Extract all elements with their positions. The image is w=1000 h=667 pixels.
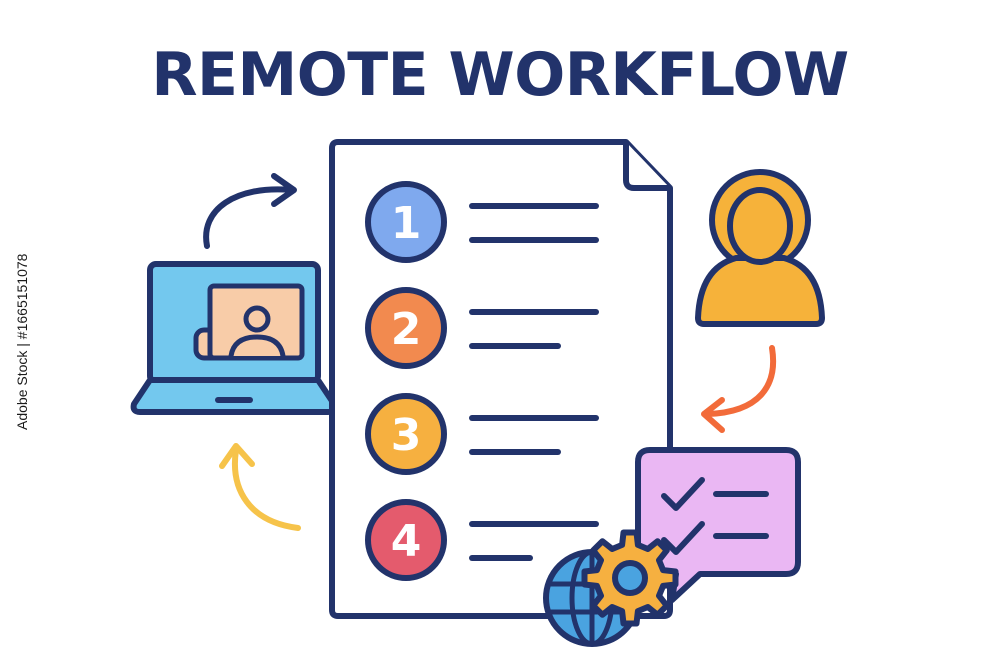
arrow-laptop-to-document	[203, 173, 297, 249]
step-number: 3	[391, 410, 422, 461]
step-badge-2: 2	[365, 287, 447, 369]
step-badge-1: 1	[365, 181, 447, 263]
step-number: 4	[391, 516, 422, 567]
check-icon	[661, 521, 705, 555]
arrow-document-to-laptop	[219, 443, 301, 531]
step-number: 2	[391, 304, 422, 355]
step-badge-4: 4	[365, 499, 447, 581]
check-icon	[661, 477, 705, 511]
checklist-document-icon: 1 2 3 4	[329, 139, 673, 619]
watermark-text: Adobe Stock | #1665151078	[14, 253, 30, 430]
step-number: 1	[391, 198, 422, 249]
gear-icon	[581, 529, 679, 627]
arrow-avatar-to-chat	[701, 345, 776, 433]
user-avatar-icon	[695, 169, 825, 327]
page-title: REMOTE WORKFLOW	[151, 40, 849, 110]
step-badge-3: 3	[365, 393, 447, 475]
chat-checklist-icon	[635, 447, 801, 603]
video-call-icon	[193, 283, 305, 361]
laptop-icon	[130, 261, 338, 415]
